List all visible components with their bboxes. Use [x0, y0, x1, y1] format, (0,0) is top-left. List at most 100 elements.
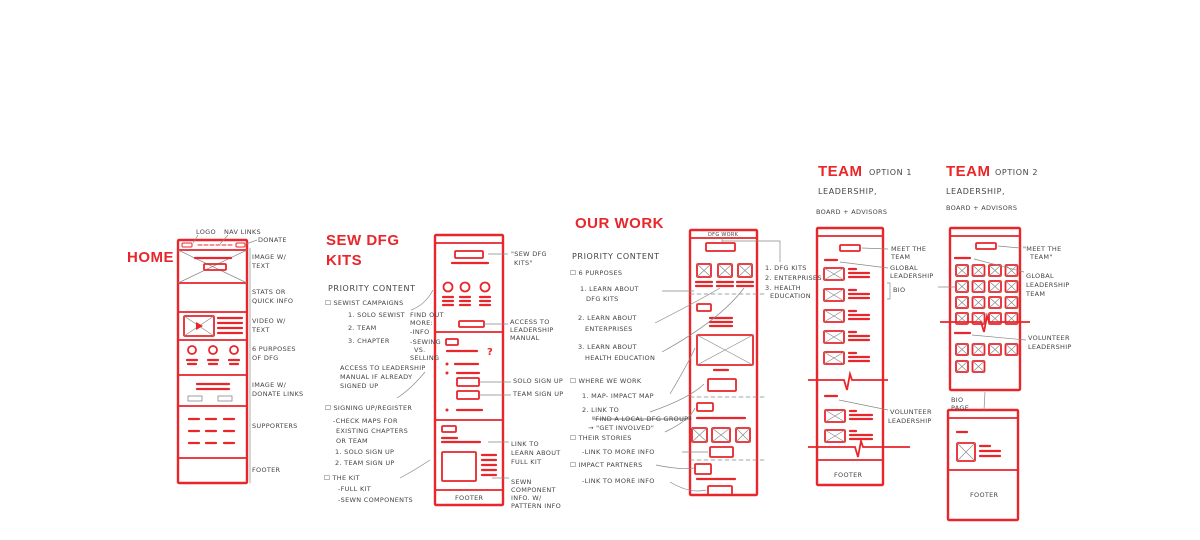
- label-nav-links: NAV LINKS: [224, 228, 261, 236]
- work-stories: ☐ THEIR STORIES: [570, 434, 632, 442]
- sew-kit-item: -FULL KIT: [338, 485, 371, 493]
- team1-sub: LEADERSHIP,: [818, 187, 877, 196]
- image-cross-icon: [735, 427, 751, 443]
- team1-bio: BIO: [893, 286, 905, 294]
- team2-footer: FOOTER: [970, 491, 999, 499]
- label-video: VIDEO W/: [252, 317, 286, 325]
- image-cross-icon: [955, 296, 969, 309]
- image-cross-icon: [824, 409, 846, 423]
- team-member-thumbnail: [955, 312, 969, 325]
- label-image-text: IMAGE W/: [252, 253, 287, 261]
- page-title-placeholder: [705, 242, 736, 252]
- team-member-thumbnail: [988, 264, 1002, 277]
- sew-right-access: MANUAL: [510, 334, 540, 342]
- team-member-photo: [823, 330, 845, 344]
- sew-access: SIGNED UP: [340, 382, 379, 390]
- story-image: [711, 427, 731, 443]
- sew-right-access: LEADERSHIP: [510, 326, 554, 334]
- sew-signing-up: ☐ SIGNING UP/REGISTER: [325, 404, 412, 412]
- team-option-2-sketch: TEAM OPTION 2 LEADERSHIP, BOARD + ADVISO…: [946, 163, 1072, 499]
- team2-wireframe: [948, 226, 1022, 392]
- more-info-button: [709, 446, 734, 458]
- sew-find-out: MORE:: [410, 319, 433, 327]
- sew-check-maps: OR TEAM: [336, 437, 368, 445]
- image-cross-icon: [1005, 296, 1018, 309]
- image-cross-icon: [972, 280, 985, 293]
- annotation-arrow: [722, 240, 781, 262]
- team-option-1-sketch: TEAM OPTION 1 LEADERSHIP, BOARD + ADVISO…: [816, 163, 933, 479]
- annotation-arrow: [396, 371, 426, 399]
- story-image: [735, 427, 751, 443]
- team2-meet: TEAM": [1029, 253, 1053, 261]
- image-cross-icon: [737, 263, 753, 278]
- sew-sewist-item: 2. TEAM: [348, 324, 377, 332]
- step-number-marker: [445, 362, 449, 366]
- image-cross-icon: [988, 296, 1002, 309]
- image-cross-icon: [972, 343, 985, 356]
- sew-wireframe: [433, 233, 505, 507]
- sew-the-kit: ☐ THE KIT: [324, 474, 360, 482]
- work-nav-item: 1. DFG KITS: [765, 264, 807, 272]
- sketch-shapes: ?: [176, 226, 1030, 522]
- team1-volunteer: LEADERSHIP: [888, 417, 932, 425]
- label-purposes: 6 PURPOSES: [252, 345, 296, 353]
- home-sketch: HOME LOGO NAV LINKS DONATE IMAGE W/ TEXT…: [127, 228, 303, 474]
- section-break-line: [808, 437, 910, 458]
- sew-right-solo: SOLO SIGN UP: [513, 377, 563, 385]
- sew-right-team: TEAM SIGN UP: [512, 390, 563, 398]
- team-member-thumbnail: [988, 296, 1002, 309]
- team-member-thumbnail: [971, 280, 986, 293]
- image-cross-icon: [1005, 343, 1018, 356]
- sew-sewist-item: 3. CHAPTER: [348, 337, 390, 345]
- annotation-arrow: [838, 399, 889, 411]
- annotation-arrow: [664, 407, 696, 433]
- team1-global: GLOBAL: [890, 264, 918, 272]
- team1-meet: MEET THE: [891, 245, 926, 253]
- sew-find-out: FIND OUT: [410, 311, 444, 319]
- image-cross-icon: [972, 264, 985, 277]
- sew-check-maps: EXISTING CHAPTERS: [336, 427, 408, 435]
- team2-sub: BOARD + ADVISORS: [946, 204, 1017, 212]
- image-cross-icon: [824, 429, 846, 443]
- link-button: [707, 378, 737, 392]
- work-priority-heading: PRIORITY CONTENT: [572, 252, 660, 261]
- more-info-button: [707, 485, 733, 496]
- label-image-donate-2: DONATE LINKS: [252, 390, 303, 398]
- work-p2: ENTERPRISES: [585, 325, 633, 333]
- image-cross-icon: [1005, 264, 1018, 277]
- sew-right-link: FULL KIT: [511, 458, 541, 466]
- annotation-lines: [192, 234, 1027, 492]
- team2-option: OPTION 2: [995, 168, 1038, 177]
- sew-right-sewn: COMPONENT: [511, 486, 556, 494]
- work-purposes: ☐ 6 PURPOSES: [570, 269, 622, 277]
- donate-link-placeholder: [217, 395, 233, 402]
- team-member-photo: [823, 351, 845, 365]
- image-cross-icon: [972, 296, 985, 309]
- image-cross-icon: [711, 427, 731, 443]
- annotation-arrow: [655, 464, 695, 469]
- image-cross-icon: [955, 280, 969, 293]
- heading-placeholder: [696, 402, 714, 412]
- volunteer-photo: [824, 429, 846, 443]
- work-partners-link: -LINK TO MORE INFO: [582, 477, 655, 485]
- sew-title: SEW DFG: [326, 232, 400, 249]
- team2-volunteer: LEADERSHIP: [1028, 343, 1072, 351]
- donate-link-placeholder: [187, 395, 203, 402]
- image-cross-icon: [823, 309, 845, 323]
- purpose-icon: [229, 345, 239, 355]
- annotation-arrow: [839, 261, 889, 269]
- team1-option: OPTION 1: [869, 168, 912, 177]
- page-title-placeholder: [454, 250, 484, 259]
- image-cross-icon: [955, 343, 969, 356]
- volunteer-thumbnail: [1004, 343, 1019, 356]
- hero-image-cross-icon: [177, 249, 248, 284]
- sew-access: ACCESS TO LEADERSHIP: [340, 364, 426, 372]
- leadership-manual-button: [458, 320, 485, 328]
- label-image-donate: IMAGE W/: [252, 381, 287, 389]
- purpose-image: [737, 263, 753, 278]
- work-header-label: DFG WORK: [708, 232, 739, 238]
- sew-priority-heading: PRIORITY CONTENT: [328, 284, 416, 293]
- image-cross-icon: [696, 334, 754, 366]
- team-sign-up-button: [456, 390, 480, 400]
